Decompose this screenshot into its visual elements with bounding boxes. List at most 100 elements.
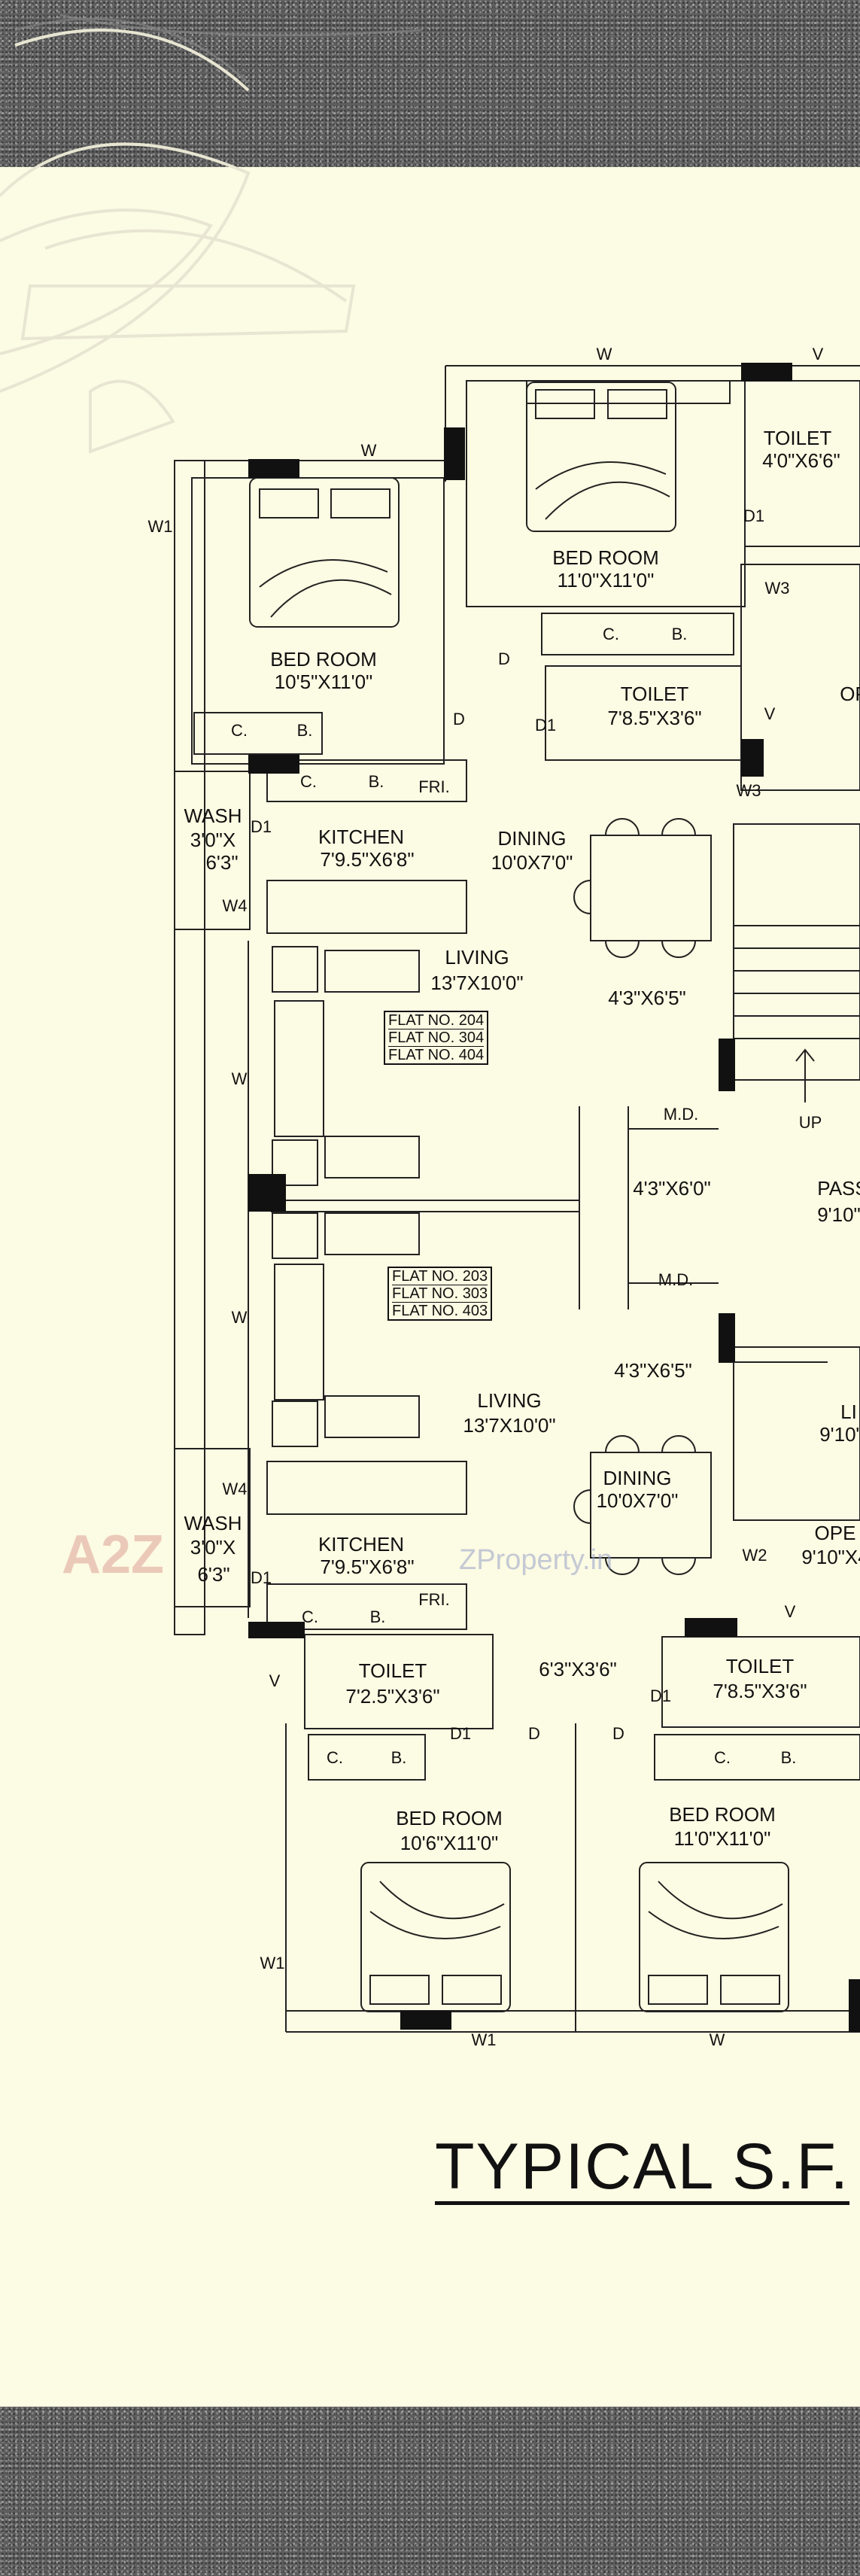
ventilator-mark: V [269,1671,281,1690]
plan-title: TYPICAL S.F. [435,2132,850,2205]
wash-top-label: WASH [184,804,242,827]
bed-room-tl-size: 10'5"X11'0" [274,671,373,693]
cupboard-mark: B. [369,1607,386,1626]
cupboard-mark: B. [368,772,384,791]
dining-top-label: DINING [497,827,567,850]
kitchen-bottom-label: KITCHEN [318,1533,405,1556]
cupboard-mark: C. [231,721,248,740]
window-mark: W [231,1069,248,1088]
fridge-mark: FRI. [418,777,450,796]
door-mark: D1 [743,506,765,525]
window-mark: W1 [147,517,173,536]
door-mark: D [612,1724,624,1743]
toilet-mid-top-label: TOILET [620,683,689,705]
door-mark: D1 [449,1724,472,1743]
living-bottom-size: 13'7X10'0" [463,1414,556,1437]
dining-chairs [573,818,696,1575]
kitchen-top-size: 7'9.5"X6'8" [320,848,415,871]
window-mark: W1 [260,1954,285,1972]
door-mark: D1 [250,1568,272,1587]
window-mark: W3 [764,579,790,598]
corridor-bottom-size: 6'3"X3'6" [539,1658,617,1680]
window-mark: W3 [736,781,761,800]
cupboard-mark: B. [780,1748,797,1767]
toilet-br-label: TOILET [725,1655,795,1677]
door-mark: D [528,1724,540,1743]
toilet-br-size: 7'8.5"X3'6" [713,1680,807,1702]
living-bottom-label: LIVING [477,1389,542,1412]
window-mark: W [596,345,612,363]
bed-room-tr-label: BED ROOM [552,546,659,569]
structural-columns [248,363,860,2032]
ventilator-mark: V [764,704,776,723]
bed-room-bl-size: 10'6"X11'0" [400,1832,499,1854]
kitchen-top-label: KITCHEN [318,826,405,848]
door-mark: D [498,649,510,668]
flat-number: FLAT NO. 404 [388,1047,485,1063]
toilet-top-right-size: 4'0"X6'6" [762,449,840,472]
lobby-top-size: 4'3"X6'5" [608,987,686,1009]
passage-label: PASS [817,1177,860,1200]
dining-bottom-size: 10'0X7'0" [596,1489,679,1512]
passage-size: 9'10" [817,1203,860,1226]
bed-room-tl-label: BED ROOM [270,648,377,671]
wash-bottom-size1: 3'0"X [190,1536,236,1559]
li-right-size: 9'10" [819,1423,860,1446]
bed-room-bl-label: BED ROOM [396,1807,503,1829]
cupboard-mark: B. [390,1748,407,1767]
stair-up-mark: UP [798,1113,822,1132]
ope-top-label: OP [840,683,860,705]
door-mark: D1 [250,817,272,836]
toilet-bl-size: 7'2.5"X3'6" [345,1685,440,1708]
ope-right-label: OPE [814,1522,856,1544]
wash-bottom-label: WASH [184,1512,242,1534]
main-door-mark: M.D. [663,1105,699,1124]
window-mark: W [709,2030,725,2049]
cupboard-mark: B. [296,721,313,740]
window-mark: W [360,441,377,460]
flat-number: FLAT NO. 204 [388,1012,485,1029]
flat-number: FLAT NO. 203 [392,1268,488,1285]
living-top-size: 13'7X10'0" [430,972,524,994]
window-mark: W [231,1308,248,1327]
flat-numbers-bottom: FLAT NO. 203 FLAT NO. 303 FLAT NO. 403 [387,1267,493,1321]
main-door-mark: M.D. [658,1270,694,1289]
watermark-site: ZProperty.in [459,1544,613,1576]
wash-bottom-size2: 6'3" [197,1563,230,1586]
door-mark: D1 [649,1686,672,1705]
wash-top-size2: 6'3" [205,851,239,874]
window-mark: W4 [222,896,248,915]
leaf-logo-on-granite [14,14,422,84]
wash-top-size1: 3'0"X [190,829,236,851]
living-top-label: LIVING [445,946,509,969]
toilet-mid-top-size: 7'8.5"X3'6" [607,707,702,729]
flat-numbers-top: FLAT NO. 204 FLAT NO. 304 FLAT NO. 404 [384,1011,489,1065]
cupboard-mark: B. [671,625,688,643]
walls [174,365,860,2033]
lobby-bottom-size: 4'3"X6'5" [614,1359,692,1382]
flat-number: FLAT NO. 403 [392,1303,488,1319]
flat-number: FLAT NO. 304 [388,1029,485,1047]
cupboard-mark: C. [714,1748,731,1767]
window-mark: W2 [742,1546,767,1565]
cupboard-mark: C. [603,625,619,643]
ventilator-mark: V [812,345,824,363]
bed-room-br-size: 11'0"X11'0" [673,1827,771,1850]
window-mark: W4 [222,1480,248,1498]
cupboard-mark: C. [327,1748,343,1767]
granite-border-bottom [0,2407,860,2576]
watermark-logo: A2Z [62,1525,165,1585]
cupboard-mark: C. [302,1607,318,1626]
ventilator-mark: V [784,1602,796,1621]
bed-room-br-label: BED ROOM [669,1803,776,1826]
door-mark: D [453,710,465,728]
door-mark: D1 [534,716,557,734]
dining-top-size: 10'0X7'0" [491,851,573,874]
kitchen-bottom-size: 7'9.5"X6'8" [320,1556,415,1578]
li-right-label: LI [840,1401,857,1423]
window-mark: W1 [471,2030,497,2049]
dining-bottom-label: DINING [603,1467,672,1489]
bed-room-tr-size: 11'0"X11'0" [557,569,655,592]
toilet-top-right-label: TOILET [763,427,832,449]
